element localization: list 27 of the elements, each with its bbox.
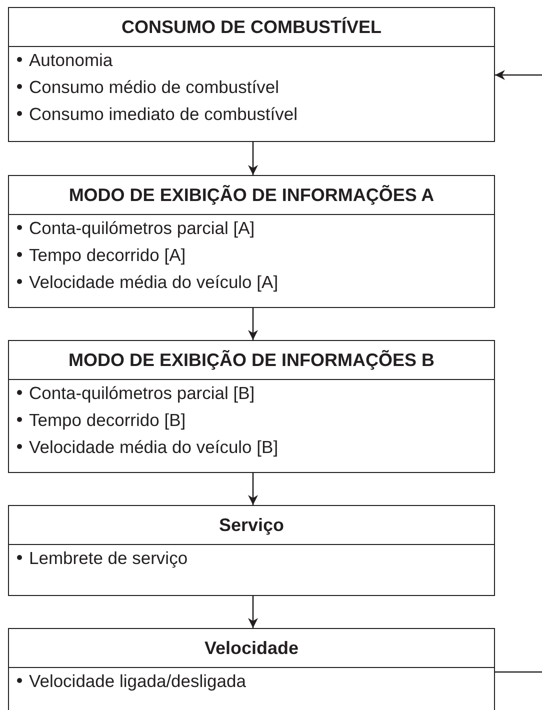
info-box (8, 505, 495, 596)
box-heading: Serviço (9, 506, 494, 545)
bullet-item: Tempo decorrido [A] (9, 242, 494, 269)
bullet-item: Autonomia (9, 47, 494, 74)
info-box (8, 340, 495, 473)
bullet-item: Conta-quilómetros parcial [A] (9, 215, 494, 242)
bullet-item: Velocidade ligada/desligada (9, 668, 494, 695)
box-heading: CONSUMO DE COMBUSTÍVEL (9, 8, 494, 47)
bullet-item: Conta-quilómetros parcial [B] (9, 380, 494, 407)
info-box (8, 7, 495, 142)
arrow (248, 308, 258, 340)
connector-line (495, 671, 542, 673)
box-heading: Velocidade (9, 629, 494, 668)
info-box (8, 175, 495, 308)
arrow (248, 596, 258, 628)
arrow (248, 142, 258, 175)
bullet-item: Consumo imediato de combustível (9, 101, 494, 128)
box-heading: MODO DE EXIBIÇÃO DE INFORMAÇÕES A (9, 176, 494, 215)
info-box (8, 628, 495, 710)
bullet-item: Velocidade média do veículo [A] (9, 269, 494, 296)
arrow (495, 70, 542, 80)
bullet-item: Tempo decorrido [B] (9, 407, 494, 434)
arrow (248, 473, 258, 505)
bullet-item: Velocidade média do veículo [B] (9, 434, 494, 461)
box-heading: MODO DE EXIBIÇÃO DE INFORMAÇÕES B (9, 341, 494, 380)
bullet-item: Consumo médio de combustível (9, 74, 494, 101)
bullet-item: Lembrete de serviço (9, 545, 494, 572)
